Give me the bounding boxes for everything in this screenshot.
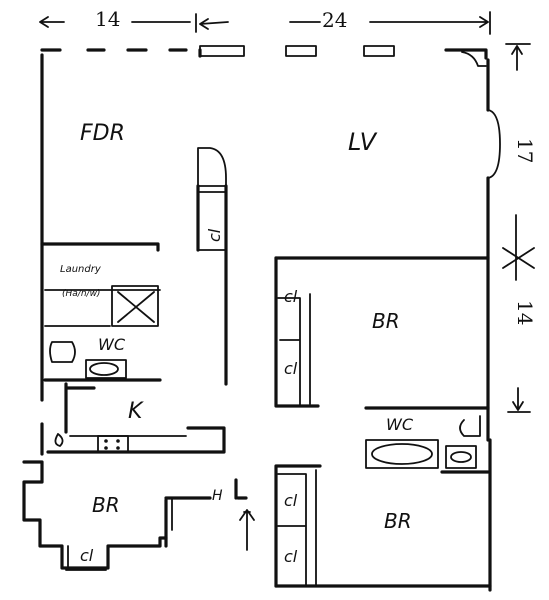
room-label-br-lower-right: BR [384,509,412,533]
closet-label-br2-top: cl [284,491,298,510]
room-label-laundry-sub: (Ha/n/w) [62,289,100,299]
closet-label-br1-bottom: cl [284,359,298,378]
dimension-top [39,11,491,35]
dim-right-lower: 14 [513,300,537,325]
closet-label-br2-bottom: cl [284,547,298,566]
room-label-fdr: FDR [80,121,125,146]
closet-label-hall: cl [205,228,224,242]
top-wall [40,45,488,67]
room-label-lv: LV [348,128,378,156]
room-label-wc-right: WC [386,415,414,434]
dim-top-right: 24 [322,8,347,32]
dimension-right [502,43,535,413]
room-label-wc-left: WC [98,335,126,354]
dim-top-left: 14 [95,7,120,31]
dim-right-upper: 17 [513,138,537,163]
room-label-hall: H [212,488,223,504]
room-label-kitchen: K [128,399,144,424]
interior-walls [22,147,490,588]
room-label-br-lower-left: BR [92,493,120,517]
room-label-laundry: Laundry [60,264,102,275]
closet-label-br1-top: cl [284,287,298,306]
room-label-br-middle: BR [372,309,400,333]
exterior-walls [40,53,501,592]
closet-label-br3: cl [80,546,94,565]
